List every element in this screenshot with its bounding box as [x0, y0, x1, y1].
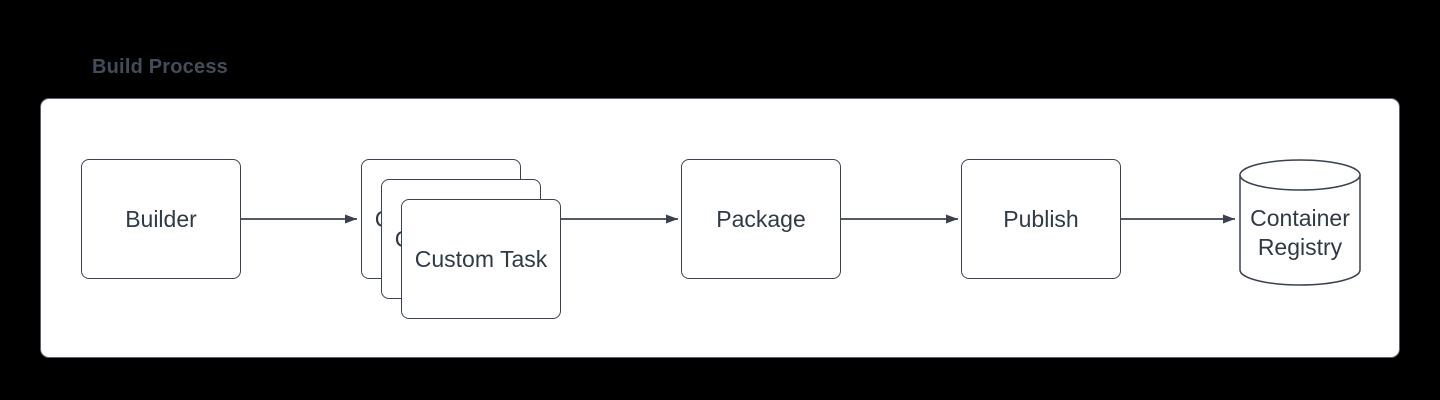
node-publish-label: Publish [1003, 205, 1079, 232]
cylinder-shape-icon [1239, 159, 1361, 286]
node-package[interactable]: Package [681, 159, 841, 279]
node-custom-task-label: Custom Task [414, 245, 548, 272]
node-container-registry[interactable]: Container Registry [1239, 159, 1361, 286]
node-builder[interactable]: Builder [81, 159, 241, 279]
node-container-registry-label: Container Registry [1250, 204, 1350, 260]
node-custom-task[interactable]: Custom Task [401, 199, 561, 319]
node-builder-label: Builder [125, 205, 197, 232]
page-title: Build Process [92, 56, 228, 78]
node-package-label: Package [716, 205, 806, 232]
node-publish[interactable]: Publish [961, 159, 1121, 279]
diagram-canvas: Builder Custom Task Custom Task Custom T… [40, 98, 1400, 358]
